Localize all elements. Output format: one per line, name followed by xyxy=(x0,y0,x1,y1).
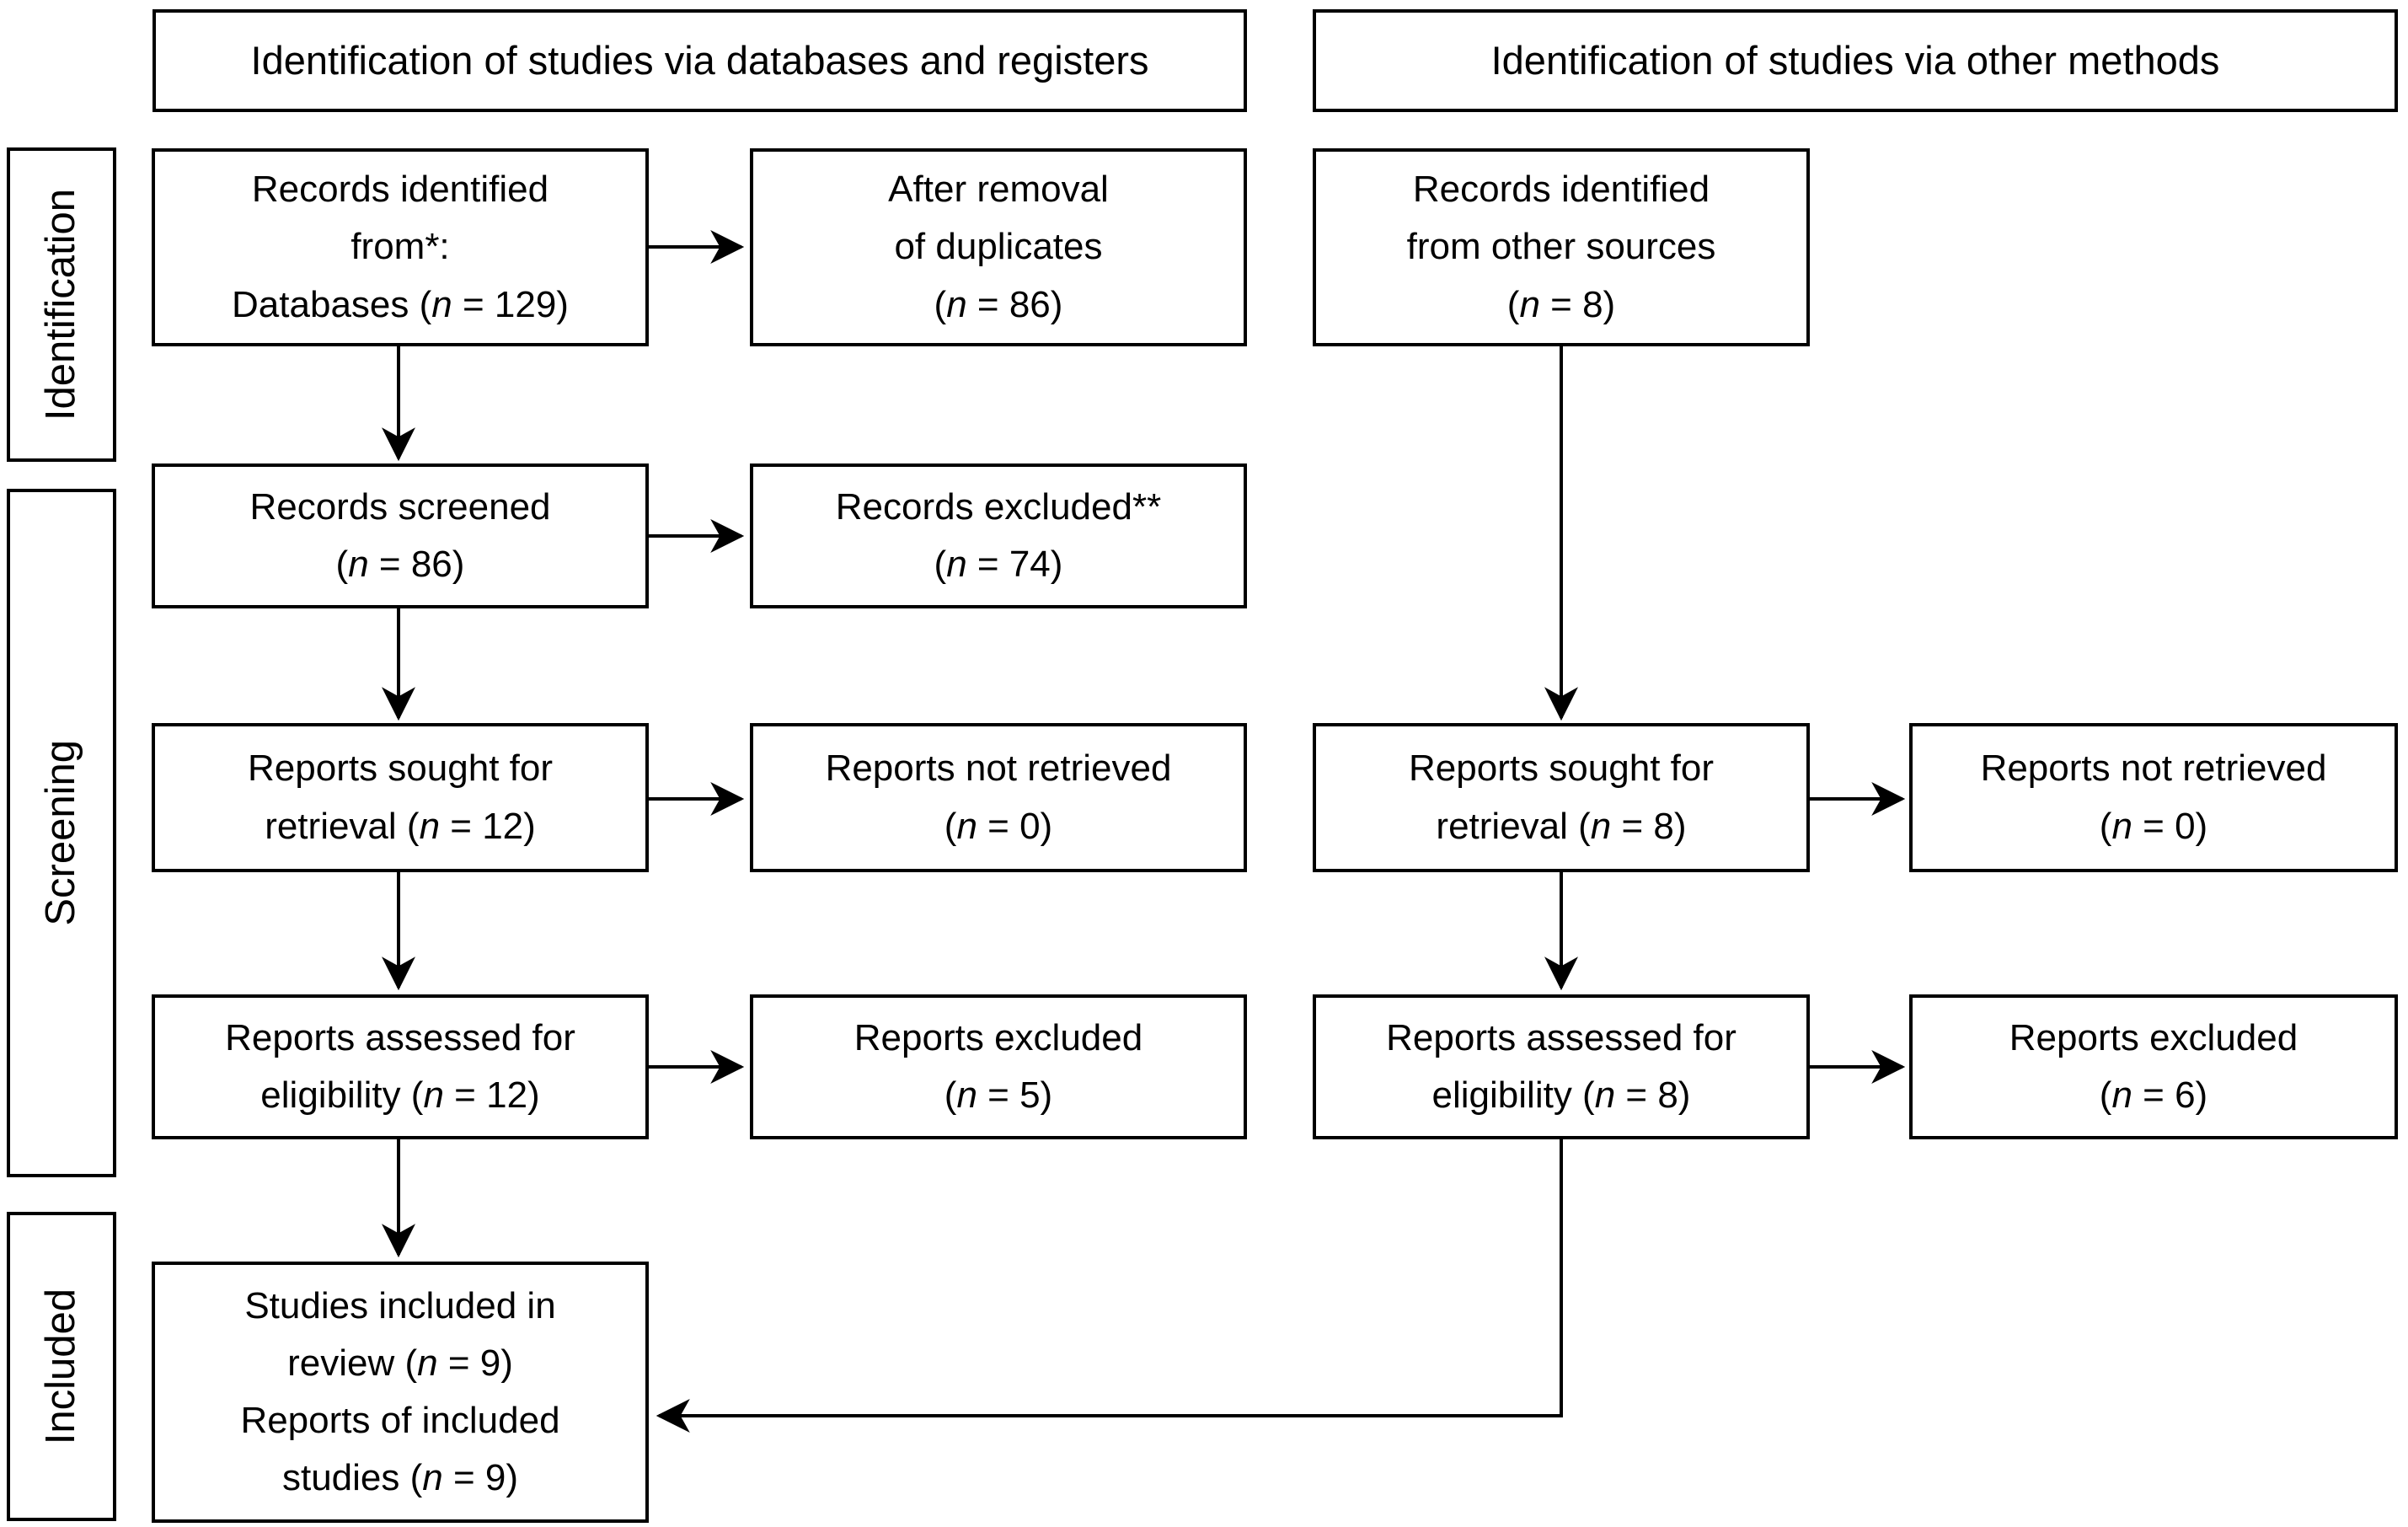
box-records-screened-text: Records screened (n = 86) xyxy=(249,485,551,585)
box-reports-sought-other-text: Reports sought for retrieval (n = 8) xyxy=(1409,747,1714,847)
box-records-identified-other: Records identified from other sources (n… xyxy=(1313,148,1810,346)
box-records-identified-other-text: Records identified from other sources (n… xyxy=(1406,169,1716,325)
box-studies-included: Studies included in review (n = 9) Repor… xyxy=(152,1262,649,1523)
box-reports-sought-databases-text: Reports sought for retrieval (n = 12) xyxy=(248,747,553,847)
box-reports-sought-other: Reports sought for retrieval (n = 8) xyxy=(1313,723,1810,872)
box-reports-assessed-databases-text: Reports assessed for eligibility (n = 12… xyxy=(225,1016,575,1116)
box-reports-excluded-other: Reports excluded (n = 6) xyxy=(1909,994,2398,1139)
box-reports-not-retrieved-databases-text: Reports not retrieved (n = 0) xyxy=(825,747,1172,847)
box-studies-included-text: Studies included in review (n = 9) Repor… xyxy=(240,1284,560,1499)
box-reports-sought-databases: Reports sought for retrieval (n = 12) xyxy=(152,723,649,872)
box-records-screened: Records screened (n = 86) xyxy=(152,463,649,608)
box-records-excluded: Records excluded** (n = 74) xyxy=(750,463,1247,608)
box-reports-not-retrieved-databases: Reports not retrieved (n = 0) xyxy=(750,723,1247,872)
box-reports-assessed-databases: Reports assessed for eligibility (n = 12… xyxy=(152,994,649,1139)
box-reports-not-retrieved-other: Reports not retrieved (n = 0) xyxy=(1909,723,2398,872)
banner-other-methods-label: Identification of studies via other meth… xyxy=(1490,38,2220,83)
stage-label-identification: Identification xyxy=(7,147,116,462)
arrow-assessed-right-to-included xyxy=(656,1139,1563,1433)
stage-label-identification-text: Identification xyxy=(38,188,84,421)
stage-label-included: Included xyxy=(7,1212,116,1521)
banner-other-methods: Identification of studies via other meth… xyxy=(1313,9,2398,112)
box-records-excluded-text: Records excluded** (n = 74) xyxy=(835,485,1162,585)
box-reports-not-retrieved-other-text: Reports not retrieved (n = 0) xyxy=(1980,747,2327,847)
banner-databases-registers-label: Identification of studies via databases … xyxy=(250,38,1149,83)
stage-label-included-text: Included xyxy=(38,1288,84,1445)
box-records-identified-databases-text: Records identified from*: Databases (n =… xyxy=(232,169,569,325)
box-records-identified-databases: Records identified from*: Databases (n =… xyxy=(152,148,649,346)
box-reports-excluded-other-text: Reports excluded (n = 6) xyxy=(2009,1016,2298,1116)
banner-databases-registers: Identification of studies via databases … xyxy=(153,9,1247,112)
box-reports-excluded-databases: Reports excluded (n = 5) xyxy=(750,994,1247,1139)
stage-label-screening: Screening xyxy=(7,489,116,1177)
box-after-duplicate-removal-text: After removal of duplicates (n = 86) xyxy=(888,169,1109,325)
box-reports-assessed-other-text: Reports assessed for eligibility (n = 8) xyxy=(1386,1016,1736,1116)
box-reports-assessed-other: Reports assessed for eligibility (n = 8) xyxy=(1313,994,1810,1139)
stage-label-screening-text: Screening xyxy=(38,740,84,926)
box-after-duplicate-removal: After removal of duplicates (n = 86) xyxy=(750,148,1247,346)
box-reports-excluded-databases-text: Reports excluded (n = 5) xyxy=(854,1016,1143,1116)
